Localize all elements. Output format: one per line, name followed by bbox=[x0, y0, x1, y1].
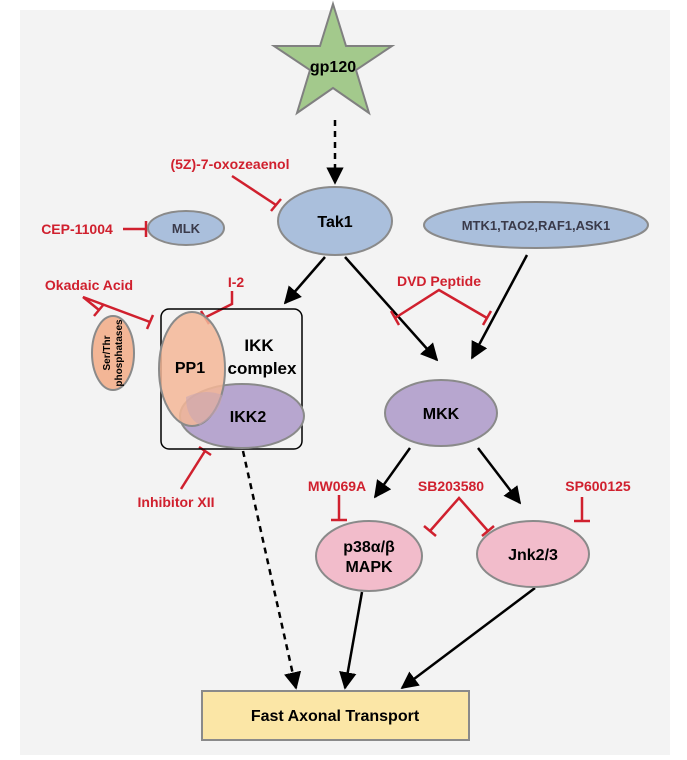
arrow-p38-output bbox=[339, 591, 364, 690]
arrow-jnk-output bbox=[400, 587, 536, 690]
inhibitor-i2: I-2 bbox=[228, 274, 245, 290]
jnk-label: Jnk2/3 bbox=[508, 547, 558, 564]
mkk-label: MKK bbox=[423, 406, 460, 423]
background-panel bbox=[20, 10, 670, 755]
inhibit-sb203580 bbox=[429, 496, 489, 532]
inhibit-okadaic bbox=[82, 295, 151, 324]
jnk-node bbox=[476, 520, 590, 588]
ser-thr-label-line1: Ser/Thr bbox=[102, 335, 113, 370]
mkk-node bbox=[384, 379, 498, 447]
fast-axonal-transport-box bbox=[201, 690, 470, 741]
arrow-tak1-mkk bbox=[344, 256, 439, 362]
fast-axonal-transport-label: Fast Axonal Transport bbox=[251, 708, 420, 725]
tak1-node bbox=[277, 186, 393, 256]
inhibit-dvd bbox=[394, 288, 488, 320]
arrow-mtk-mkk bbox=[470, 254, 529, 360]
pp1-ikk2-overlap bbox=[186, 391, 222, 425]
ser-thr-label-line2: phosphatases bbox=[114, 319, 125, 387]
ser-thr-phosphatases-node bbox=[91, 315, 135, 391]
arrow-mkk-p38 bbox=[373, 447, 412, 499]
ikk-complex-label-line2: complex bbox=[228, 359, 298, 378]
pp1-label: PP1 bbox=[175, 360, 205, 377]
inhibitor-sb203580: SB203580 bbox=[418, 478, 484, 494]
arrow-tak1-ikk bbox=[283, 256, 326, 305]
inhibitor-okadaic-acid: Okadaic Acid bbox=[45, 277, 133, 293]
gp120-label: gp120 bbox=[310, 59, 356, 76]
inhibitor-dvd-peptide: DVD Peptide bbox=[397, 273, 481, 289]
inhibitor-xii: Inhibitor XII bbox=[138, 494, 215, 510]
inhibit-i2-pp1 bbox=[205, 291, 234, 319]
p38-label-line1: p38α/β bbox=[343, 539, 395, 556]
mtk-group-label: MTK1,TAO2,RAF1,ASK1 bbox=[462, 218, 611, 233]
inhibitor-oxozeaenol: (5Z)-7-oxozeaenol bbox=[170, 156, 289, 172]
inhibition-lines bbox=[82, 174, 590, 537]
tak1-label: Tak1 bbox=[317, 214, 352, 231]
mlk-label: MLK bbox=[172, 221, 201, 236]
inhibit-oxozeaenol-tak1 bbox=[231, 174, 277, 207]
inhibitor-sp600125: SP600125 bbox=[565, 478, 631, 494]
gp120-star bbox=[270, 0, 396, 116]
inhibitor-mw069a: MW069A bbox=[308, 478, 366, 494]
inhibitor-cep-11004: CEP-11004 bbox=[41, 221, 113, 237]
mtk-group-node bbox=[423, 201, 649, 249]
mlk-node bbox=[147, 210, 225, 246]
p38-mapk-node bbox=[315, 520, 423, 592]
arrow-mkk-jnk bbox=[477, 447, 522, 505]
inhibit-xii-ikk2 bbox=[179, 450, 207, 490]
arrow-ikk-output bbox=[241, 450, 302, 690]
activation-arrows bbox=[241, 120, 536, 690]
ikk2-label: IKK2 bbox=[230, 409, 267, 426]
p38-label-line2: MAPK bbox=[345, 559, 393, 576]
ikk-complex-label-line1: IKK bbox=[244, 336, 274, 355]
